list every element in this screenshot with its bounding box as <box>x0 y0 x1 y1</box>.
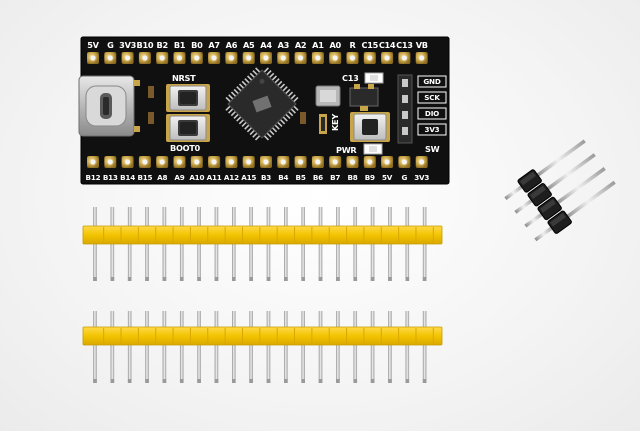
bottom-pin-label: B5 <box>296 173 306 182</box>
top-pin-label: 3V3 <box>119 40 136 50</box>
nrst-label: NRST <box>172 73 196 83</box>
bottom-pin-label: B9 <box>365 173 375 182</box>
header-pin <box>318 311 323 383</box>
top-pin-label: R <box>349 40 356 50</box>
bottom-pin-label: B12 <box>86 173 101 182</box>
top-pin-label: A6 <box>226 40 238 50</box>
pwr-label: PWR <box>336 145 357 155</box>
header-pin <box>93 311 97 383</box>
top-pin-label: 5V <box>87 40 99 50</box>
bottom-pin-label: B3 <box>261 173 271 182</box>
header-pin <box>127 311 132 383</box>
header-pin <box>336 311 340 383</box>
top-pin-label: A5 <box>243 40 255 50</box>
key-label: KEY <box>330 113 340 131</box>
header-pin <box>249 311 253 383</box>
header-pin <box>405 311 410 383</box>
header-pin <box>422 311 427 383</box>
short-pin-header <box>504 139 616 242</box>
top-pin-label: A2 <box>295 40 306 50</box>
swd-header-label: SW <box>425 144 440 154</box>
top-pin-label: A3 <box>278 40 290 50</box>
top-pin-label: C15 <box>362 40 379 50</box>
header-pin <box>388 311 392 383</box>
swd-pin-labels: GND SCK DIO 3V3 <box>417 75 447 136</box>
bottom-pin-label: B8 <box>347 173 357 182</box>
header-pin <box>232 311 236 383</box>
bottom-pin-label: A15 <box>241 173 256 182</box>
long-pin-header-1 <box>82 207 443 281</box>
top-pin-label: B1 <box>174 40 186 50</box>
header-pin <box>162 311 167 383</box>
top-pin-label: A0 <box>329 40 341 50</box>
header-pin <box>110 311 115 383</box>
bottom-pin-label: B4 <box>278 173 288 182</box>
nrst-button[interactable] <box>166 84 210 112</box>
swd-pin-label: SCK <box>424 93 440 102</box>
bottom-pin-pads <box>87 156 428 168</box>
key-button[interactable] <box>350 112 390 142</box>
top-pin-label: C13 <box>396 40 413 50</box>
bottom-pin-label: B7 <box>330 173 340 182</box>
header-pin <box>179 311 184 383</box>
top-pin-label: B10 <box>137 40 154 50</box>
bottom-pin-label: B14 <box>120 173 135 182</box>
bottom-pin-label: A8 <box>157 173 167 182</box>
header-pin <box>370 311 375 383</box>
swd-pin-label: 3V3 <box>425 125 440 134</box>
bottom-pin-label: B13 <box>103 173 118 182</box>
top-pin-label: A7 <box>208 40 220 50</box>
header-pin <box>214 311 219 383</box>
top-pin-label: G <box>107 40 114 50</box>
header-pin <box>145 311 149 383</box>
header-pin <box>284 311 288 383</box>
bottom-pin-label: A9 <box>174 173 184 182</box>
st-logo-mark <box>252 95 272 113</box>
top-pin-label: B2 <box>157 40 168 50</box>
bottom-pin-label: B15 <box>137 173 152 182</box>
usb-c-connector <box>78 75 140 137</box>
swd-pin-label: DIO <box>425 109 439 118</box>
bottom-pin-label: 5V <box>382 173 393 182</box>
top-pin-label: A1 <box>312 40 324 50</box>
bottom-pin-label: A10 <box>189 173 204 182</box>
long-pin-header-2 <box>82 311 443 383</box>
top-pin-pads <box>87 52 428 64</box>
bottom-pin-label: B6 <box>313 173 323 182</box>
top-pin-label: B0 <box>191 40 203 50</box>
top-pin-label: A4 <box>260 40 272 50</box>
top-pin-label: C14 <box>379 40 396 50</box>
header-pin <box>266 311 271 383</box>
top-pin-label: VB <box>416 40 428 50</box>
bottom-pin-label: G <box>402 173 408 182</box>
header-pin <box>197 311 201 383</box>
swd-header <box>397 74 413 144</box>
c13-label: C13 <box>342 73 359 83</box>
swd-pin-label: GND <box>423 77 441 86</box>
header-pin <box>353 311 358 383</box>
bottom-pin-label: A11 <box>207 173 222 182</box>
header-pin <box>301 311 305 383</box>
boot0-button[interactable] <box>166 114 210 142</box>
bottom-pin-label: 3V3 <box>414 173 429 182</box>
boot0-label: BOOT0 <box>170 143 201 153</box>
bottom-pin-label: A12 <box>224 173 239 182</box>
